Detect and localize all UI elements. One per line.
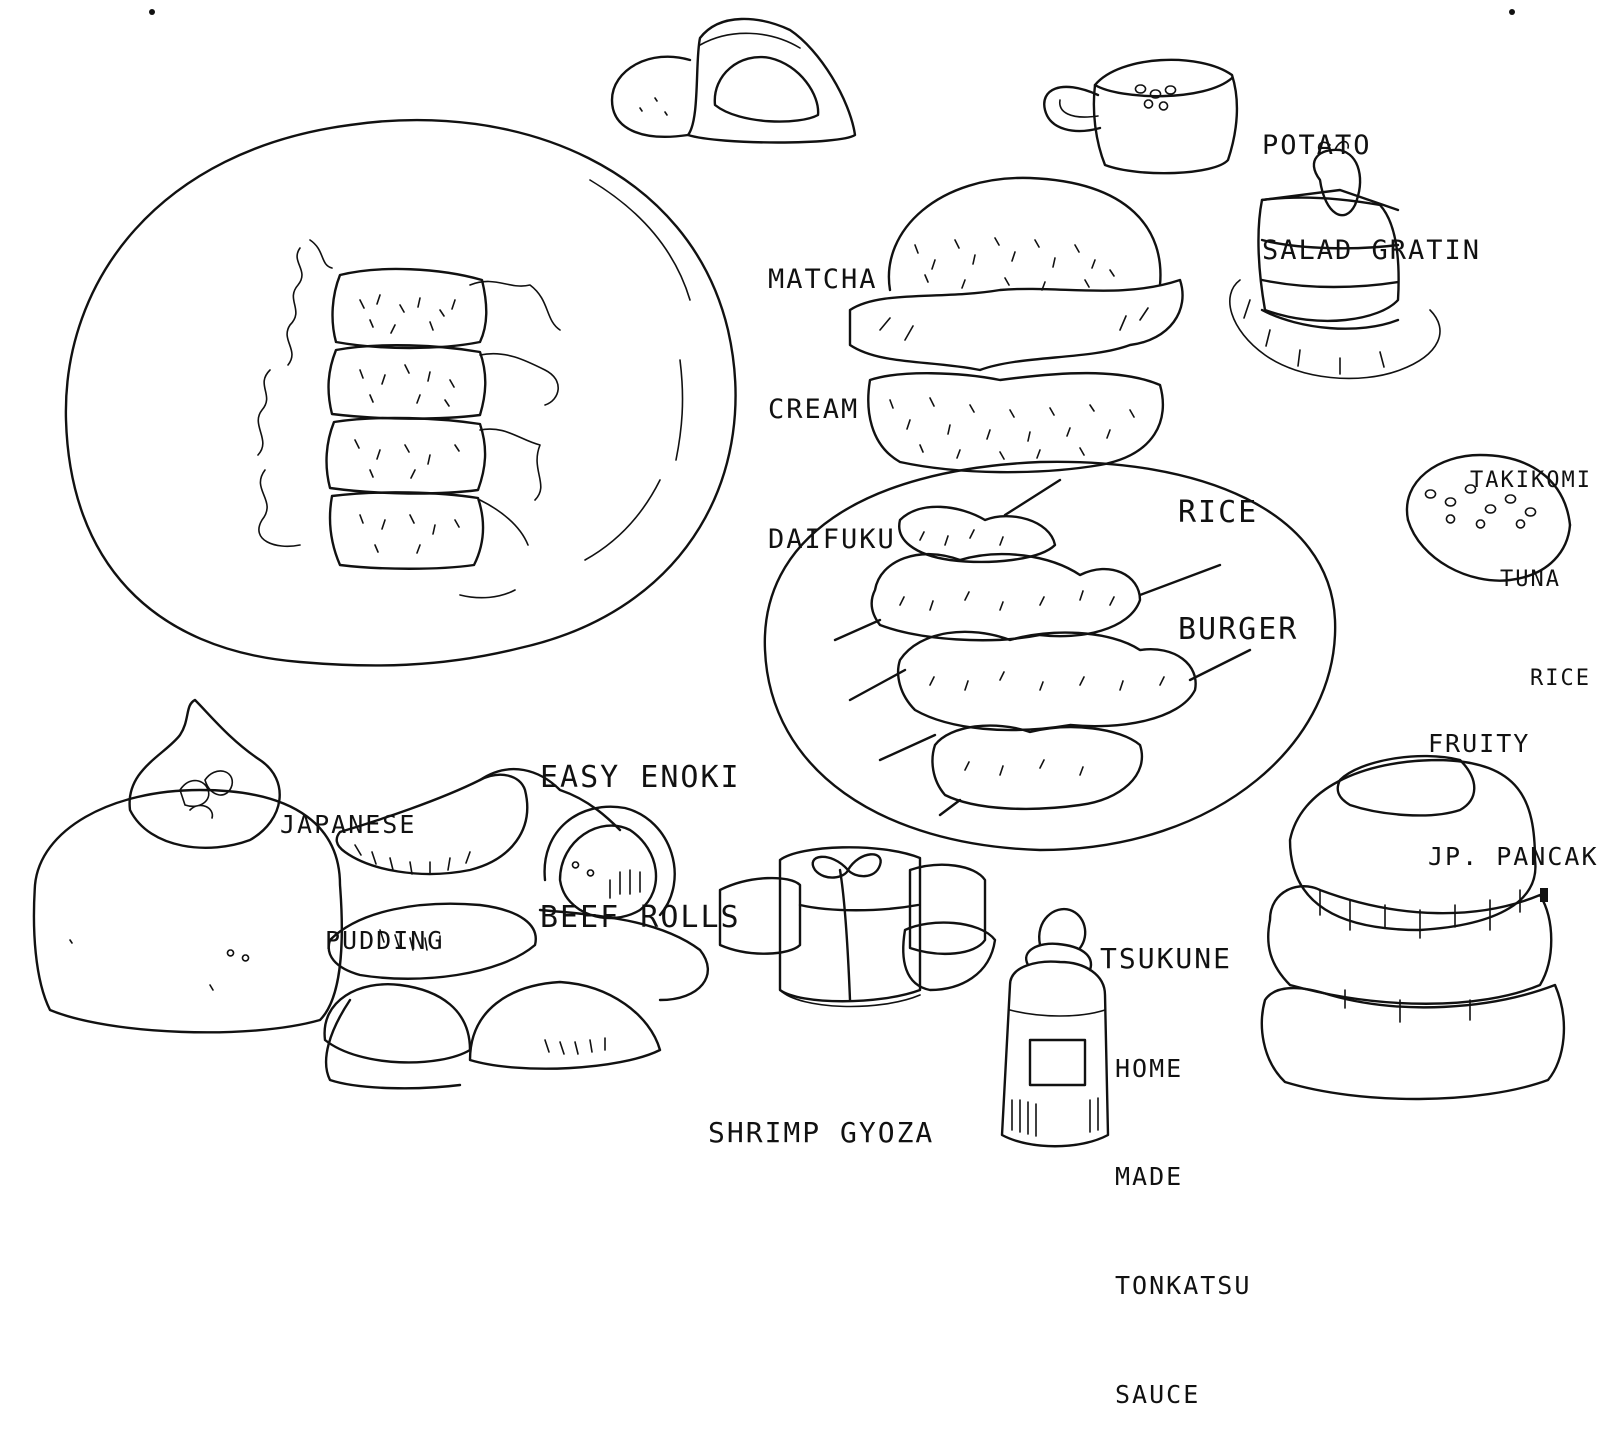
- takikomi-tuna-rice-drawing: [1405, 453, 1572, 582]
- fruity-pancake-drawing: [1260, 754, 1566, 1101]
- rice-burger-drawing: [848, 176, 1184, 474]
- label-fruity-jp-pancake: FRUITY JP. PANCAKE: [1428, 729, 1600, 871]
- shrimp-gyoza-drawing: [323, 767, 710, 1090]
- label-easy-enoki-beef-rolls: EASY ENOKI BEEF ROLLS: [540, 760, 741, 935]
- label-japanese-pudding: JAPANESE PUDDING: [280, 809, 445, 955]
- gift-bundle-drawing: [718, 846, 997, 1008]
- matcha-daifuku-drawing: [610, 17, 857, 144]
- japanese-pudding-drawing: [32, 698, 343, 1034]
- food-sketch-drawing: [32, 9, 1572, 1148]
- label-shrimp-gyoza: SHRIMP GYOZA: [708, 1115, 935, 1149]
- strawberry-cake-drawing: [1229, 140, 1441, 380]
- label-rice-burger: RICE BURGER: [1178, 495, 1299, 647]
- label-potato-salad-gratin: POTATO SALAD GRATIN: [1262, 130, 1482, 267]
- tonkatsu-sauce-bottle-drawing: [1000, 907, 1110, 1148]
- label-homemade-tonkatsu-sauce: HOME MADE TONKATSU SAUCE: [1115, 1053, 1252, 1409]
- enoki-beef-rolls-drawing: [64, 118, 737, 667]
- label-matcha-cream-daifuku: MATCHA CREAM DAIFUKU: [768, 264, 896, 555]
- tsukune-drawing: [763, 460, 1337, 852]
- label-takikomi-tuna-rice: TAKIKOMI TUNA RICE: [1470, 468, 1592, 691]
- label-tsukune: TSUKUNE: [1100, 941, 1233, 975]
- potato-salad-gratin-drawing: [1043, 58, 1239, 175]
